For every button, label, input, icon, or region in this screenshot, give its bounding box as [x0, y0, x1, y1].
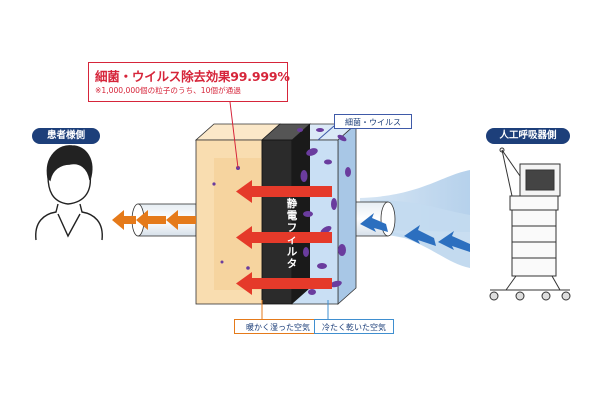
ventilator-side-label: 人工呼吸器側 [486, 128, 570, 144]
red-arrow-bottom [236, 272, 332, 295]
callout-note: ※1,000,000個の粒子のうち、10個が通過 [95, 86, 241, 95]
orange-flow-arrows [112, 210, 196, 230]
blue-flow-arrows [360, 213, 470, 252]
patient-figure [35, 145, 103, 241]
bacteria-virus-tag: 細菌・ウイルス [334, 114, 412, 129]
callout-leader [229, 101, 239, 169]
warm-moist-air-tag: 暖かく湿った空気 [234, 319, 322, 334]
red-arrow-top [236, 180, 332, 203]
callout-title: 細菌・ウイルス除去効果99.999% [95, 69, 290, 84]
red-flow-arrows [236, 180, 332, 295]
ventilator-machine [489, 147, 571, 301]
virus-leader [317, 125, 335, 141]
particles-cool-side [297, 128, 351, 295]
cool-dry-air-tag: 冷たく乾いた空気 [314, 319, 394, 334]
patient-side-label: 患者様側 [32, 128, 100, 144]
removal-effect-callout: 細菌・ウイルス除去効果99.999% ※1,000,000個の粒子のうち、10個… [88, 62, 290, 102]
electrostatic-filter-label: 静電フィルタ [286, 198, 298, 270]
electrostatic-filter [260, 123, 312, 305]
red-arrow-middle [236, 226, 332, 249]
